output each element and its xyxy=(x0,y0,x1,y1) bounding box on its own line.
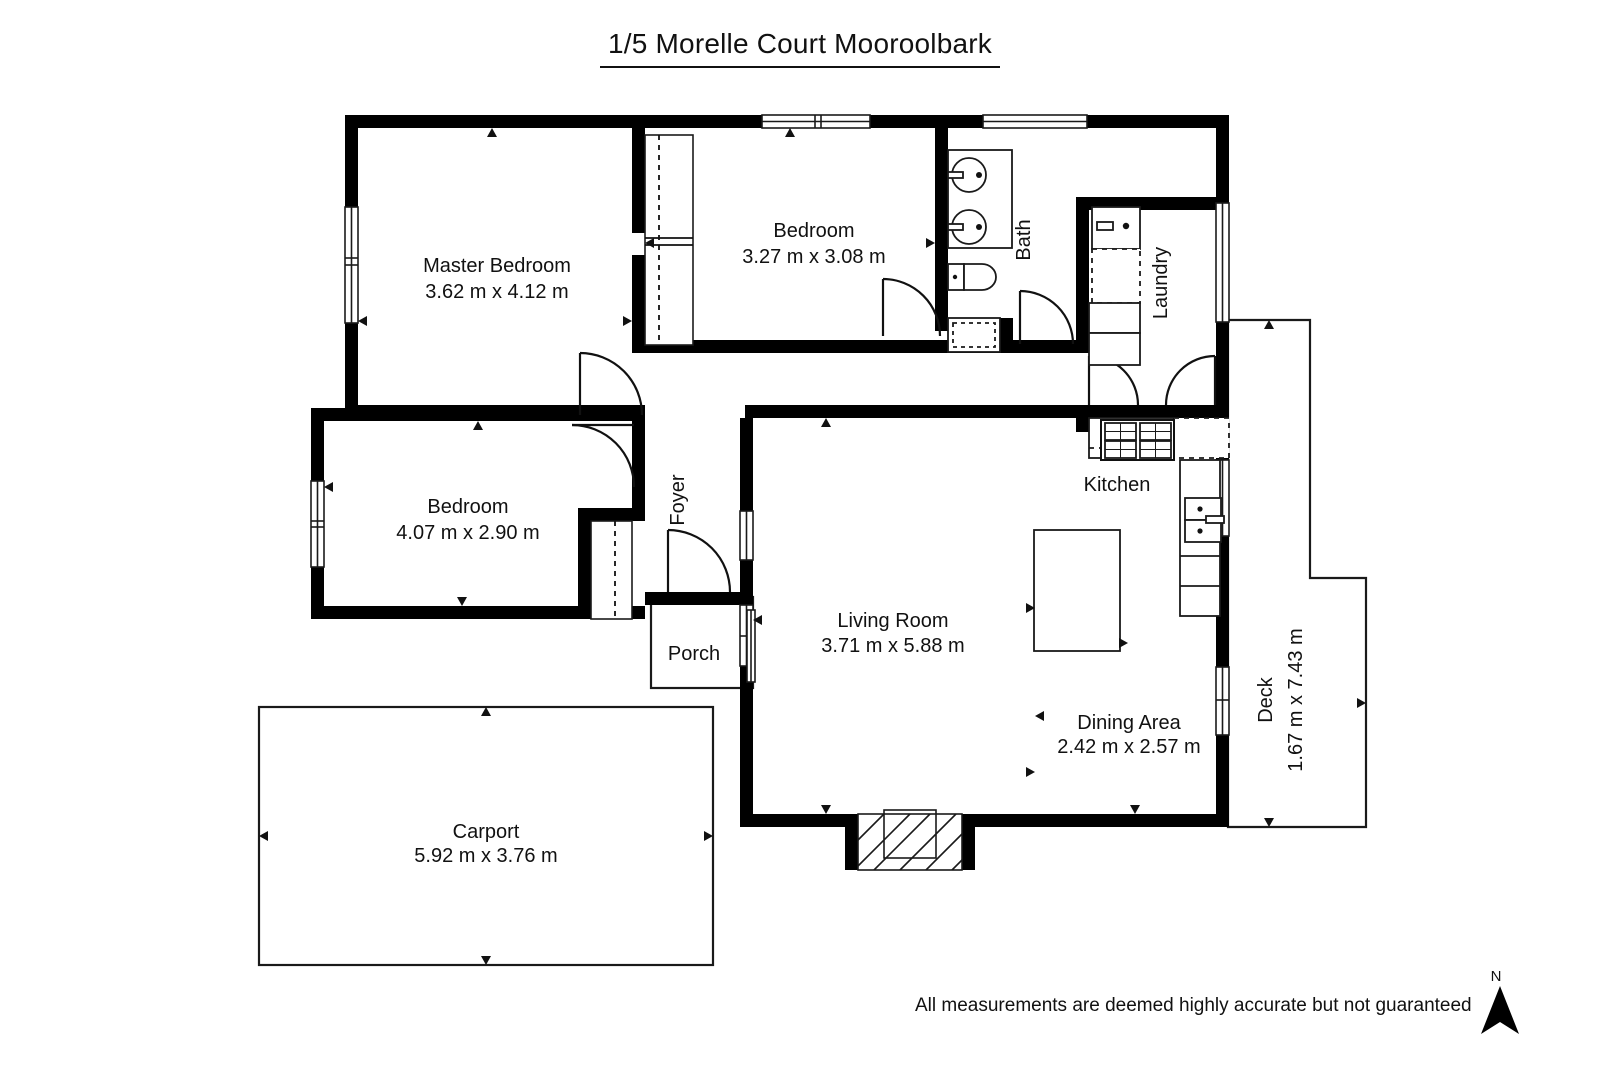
bath-label: Bath xyxy=(1013,219,1035,260)
door-bath xyxy=(1018,289,1075,345)
carport-dimension-ticks xyxy=(259,707,713,965)
kitchen-fixtures xyxy=(1033,417,1230,652)
entry-step-icon xyxy=(857,809,963,871)
bedroom3-label: Bedroom xyxy=(427,496,508,518)
door-front-entry xyxy=(666,528,732,593)
toilet-icon xyxy=(947,263,997,291)
carport-dimension: 5.92 m x 3.76 m xyxy=(414,845,557,867)
laundry-cabinet-icon xyxy=(1088,302,1141,366)
window-laundry-east xyxy=(1215,202,1230,323)
window-bedroom3-west xyxy=(310,480,325,568)
foyer-label: Foyer xyxy=(667,474,689,525)
room-carport: Carport 5.92 m x 3.76 m xyxy=(257,705,715,967)
window-dining-east-slider xyxy=(1215,666,1230,736)
bedroom2-label: Bedroom xyxy=(773,220,854,242)
carport-label: Carport xyxy=(453,821,520,843)
window-porch-east xyxy=(746,609,756,683)
room-labels: Master Bedroom 3.62 m x 4.12 m Bedroom 3… xyxy=(396,219,1200,758)
wardrobe-bedroom3 xyxy=(590,520,633,620)
north-arrow-icon: N xyxy=(1481,968,1519,1034)
window-bedroom2-north xyxy=(761,114,871,129)
master-bedroom-dimension: 3.62 m x 4.12 m xyxy=(425,281,568,303)
living-room-label: Living Room xyxy=(837,610,948,632)
deck-dimension-ticks xyxy=(1264,320,1366,827)
cooktop-icon xyxy=(1100,419,1175,461)
porch-label: Porch xyxy=(668,643,720,665)
laundry-label: Laundry xyxy=(1150,247,1172,319)
wardrobes xyxy=(590,134,694,620)
window-master-west xyxy=(344,206,359,324)
page-title: 1/5 Morelle Court Mooroolbark xyxy=(0,28,1600,68)
door-bedroom3 xyxy=(571,423,636,488)
window-foyer-east xyxy=(739,510,754,561)
kitchen-sink-icon xyxy=(1184,497,1225,543)
door-laundry-right xyxy=(1164,354,1217,406)
dining-area-label: Dining Area xyxy=(1077,712,1181,734)
dining-area-dimension: 2.42 m x 2.57 m xyxy=(1057,736,1200,758)
laundry-trough-icon xyxy=(1091,206,1141,250)
bathroom-fixtures xyxy=(947,149,1013,353)
dimension-ticks xyxy=(324,128,1140,814)
bedroom3-dimension: 4.07 m x 2.90 m xyxy=(396,522,539,544)
room-deck: Deck 1.67 m x 7.43 m xyxy=(1226,318,1368,829)
door-master-bedroom xyxy=(578,351,644,416)
bathtub-icon xyxy=(947,317,1001,353)
measurements-disclaimer: All measurements are deemed highly accur… xyxy=(915,995,1472,1016)
room-porch: Porch xyxy=(649,595,755,690)
windows xyxy=(310,114,1230,736)
kitchen-label: Kitchen xyxy=(1084,474,1151,496)
window-bath-north xyxy=(982,114,1088,129)
bedroom2-dimension: 3.27 m x 3.08 m xyxy=(742,246,885,268)
door-bedroom2 xyxy=(881,277,942,337)
compass-label: N xyxy=(1491,968,1502,985)
kitchen-island-icon xyxy=(1033,529,1121,652)
master-bedroom-label: Master Bedroom xyxy=(423,255,571,277)
living-room-dimension: 3.71 m x 5.88 m xyxy=(821,635,964,657)
page-title-text: 1/5 Morelle Court Mooroolbark xyxy=(600,28,1000,68)
deck-dimension: 1.67 m x 7.43 m xyxy=(1285,628,1307,771)
laundry-fixtures xyxy=(1088,206,1141,366)
deck-label: Deck xyxy=(1255,676,1277,723)
